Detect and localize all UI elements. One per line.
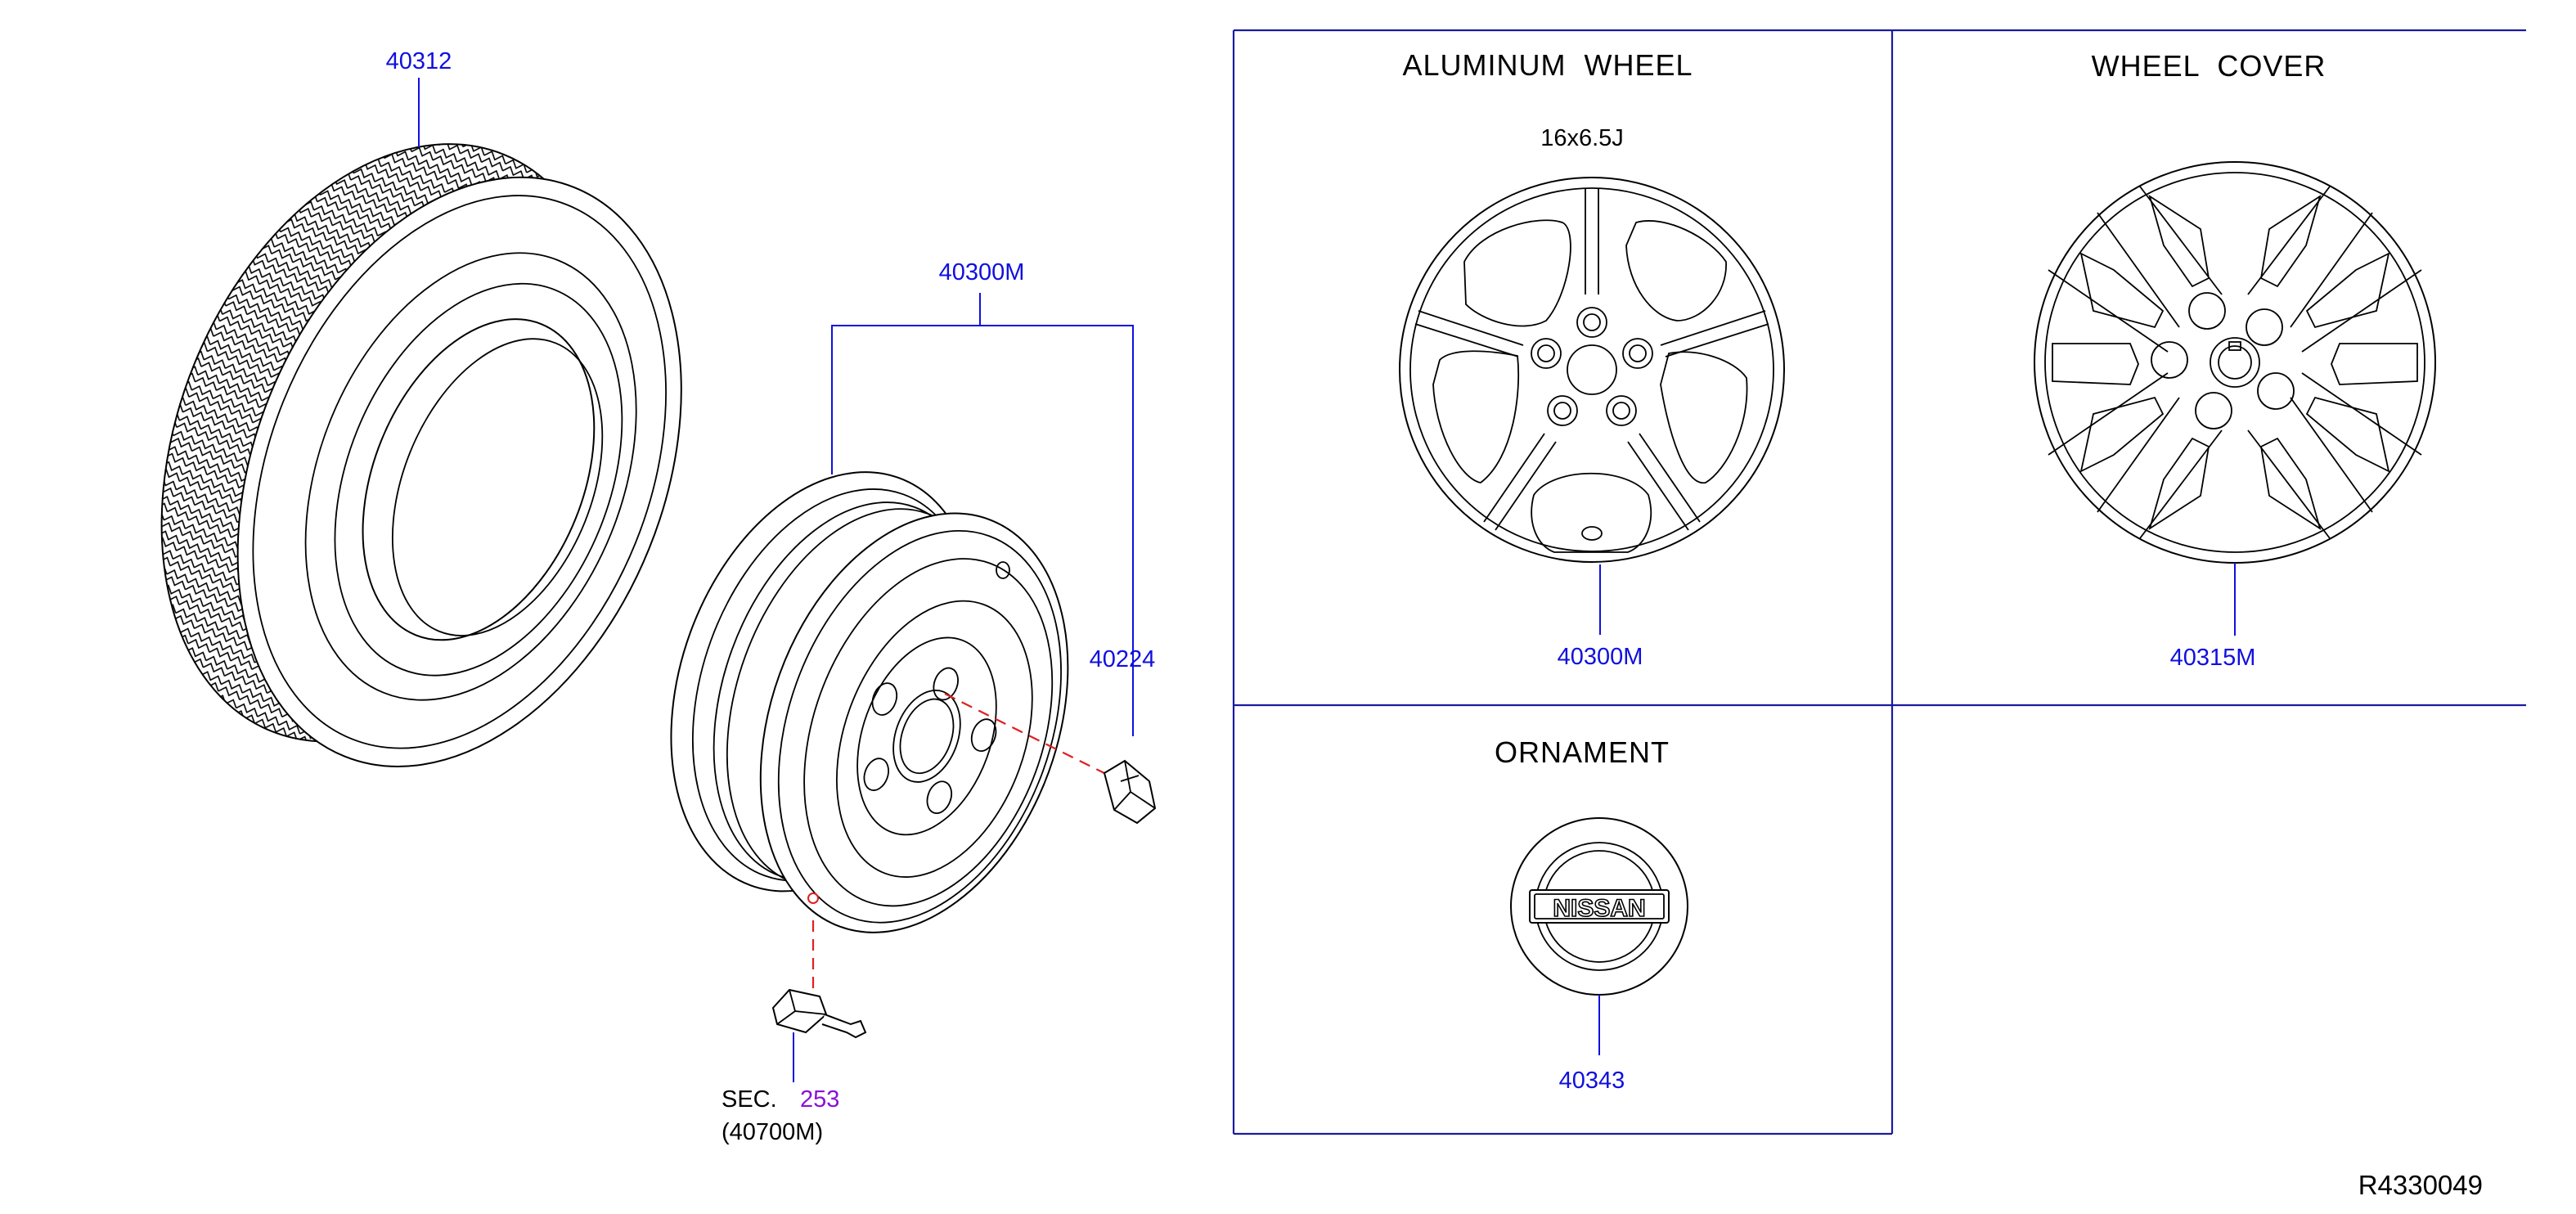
sensor-sec-number[interactable]: 253 [800,1086,839,1113]
sensor-part-number: (40700M) [722,1119,823,1145]
drawing-code: R4330049 [2358,1170,2483,1200]
nut-dashed-lead [944,693,1122,782]
aluminum-wheel-icon[interactable] [1399,177,1785,563]
wheel-assembly[interactable] [614,429,1126,975]
sensor-mount-icon [807,893,819,904]
nut-part-number: 40224 [1090,646,1156,672]
ornament-badge-text: NISSAN [1553,895,1645,922]
tire-part-number: 40312 [386,48,452,74]
wheel-cover-part-number: 40315M [2170,645,2256,671]
wheel-assembly-part-number: 40300M [939,259,1025,286]
wheel-assembly-leader [831,325,1134,736]
wheel-cover-title: WHEEL COVER [2092,49,2326,83]
ornament-badge-icon[interactable]: NISSAN [1510,817,1688,996]
aluminum-wheel-title: ALUMINUM WHEEL [1402,48,1693,82]
tpms-sensor-icon[interactable] [771,988,867,1039]
wheel-cover-icon[interactable] [2034,161,2436,564]
valve-hole-icon [996,561,1010,579]
aluminum-wheel-part-number: 40300M [1558,644,1643,670]
aluminum-wheel-size: 16x6.5J [1540,125,1624,151]
tire[interactable] [78,76,766,836]
wheel-nut-icon[interactable] [1103,759,1157,825]
panel-frames [1232,29,2526,1135]
ornament-title: ORNAMENT [1495,735,1670,769]
sensor-sec-label: SEC. [722,1086,777,1113]
ornament-part-number: 40343 [1559,1068,1625,1094]
